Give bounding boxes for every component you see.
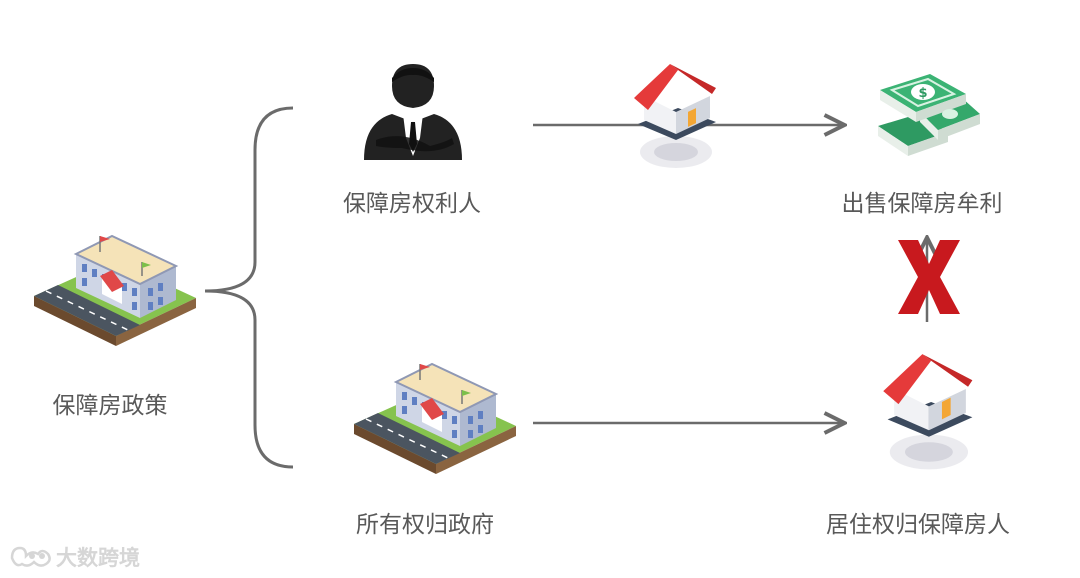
label-policy: 保障房政策: [52, 393, 168, 419]
watermark-logo-icon: [10, 546, 51, 567]
watermark-text: 大数跨境: [56, 546, 140, 570]
label-residence-rights: 居住权归保障房人: [826, 512, 1010, 538]
money-stack-icon: $: [878, 74, 980, 156]
businessman-icon: [364, 64, 462, 160]
svg-text:$: $: [918, 86, 927, 101]
label-gov-ownership: 所有权归政府: [356, 512, 494, 538]
label-rights-holder: 保障房权利人: [343, 191, 481, 217]
house-icon: [883, 354, 973, 470]
government-building-icon: [354, 362, 516, 474]
label-sell-profit: 出售保障房牟利: [841, 191, 1003, 217]
bracket: [204, 106, 294, 469]
house-icon: [634, 64, 716, 168]
watermark: 大数跨境: [8, 542, 140, 572]
red-x-icon: [898, 240, 960, 314]
government-building-icon: [34, 234, 196, 346]
